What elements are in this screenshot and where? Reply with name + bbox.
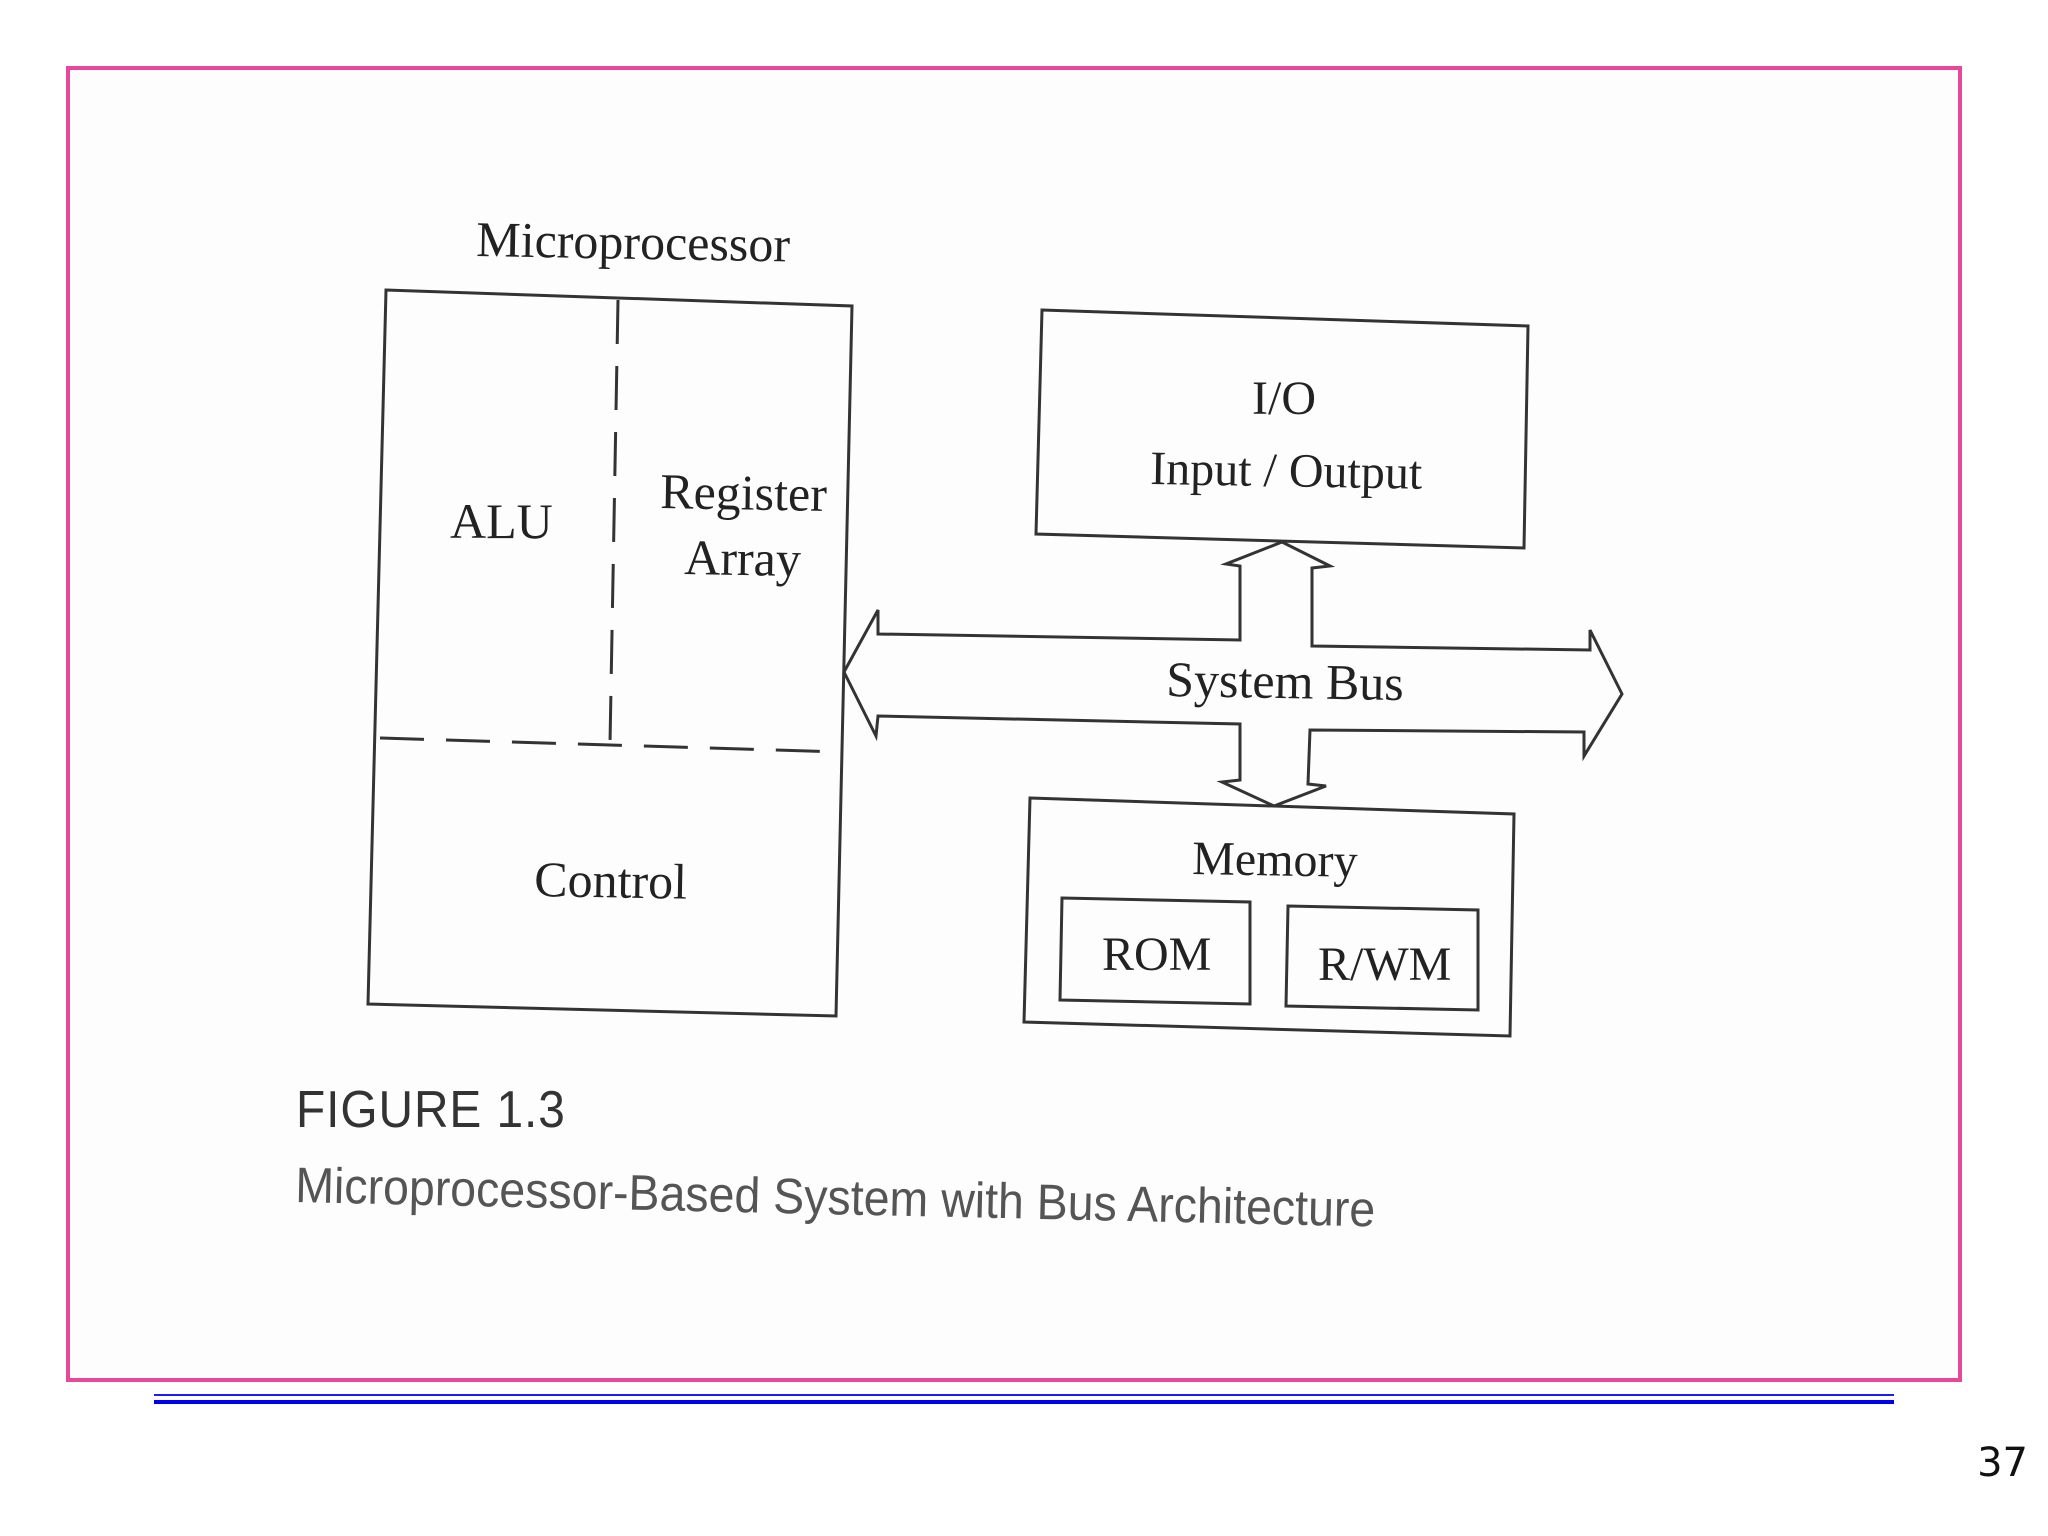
- io-label-line2: Input / Output: [1150, 442, 1424, 500]
- figure-number: FIGURE 1.3: [296, 1081, 566, 1139]
- register-array-label-line2: Array: [684, 529, 802, 587]
- rwm-box: [1284, 904, 1480, 1012]
- control-label: Control: [534, 851, 688, 910]
- system-bus-label: System Bus: [1166, 651, 1405, 711]
- system-bus-arrow: [842, 540, 1624, 808]
- slide-frame: [66, 66, 1962, 1382]
- memory-label: Memory: [1192, 832, 1358, 888]
- control-divider: [379, 736, 843, 754]
- rom-box: [1058, 896, 1252, 1006]
- page-number: 37: [1977, 1440, 2028, 1486]
- alu-label: ALU: [450, 493, 553, 549]
- bottom-rule: [154, 1394, 1894, 1404]
- alu-register-divider: [608, 299, 620, 745]
- rwm-label: R/WM: [1318, 938, 1451, 991]
- register-array-label-line1: Register: [660, 463, 828, 522]
- rom-label: ROM: [1102, 928, 1211, 981]
- microprocessor-label: Microprocessor: [476, 211, 791, 272]
- io-label-line1: I/O: [1252, 372, 1316, 425]
- io-box: [1034, 308, 1530, 550]
- memory-box: [1022, 796, 1516, 1038]
- microprocessor-box: [366, 288, 854, 1018]
